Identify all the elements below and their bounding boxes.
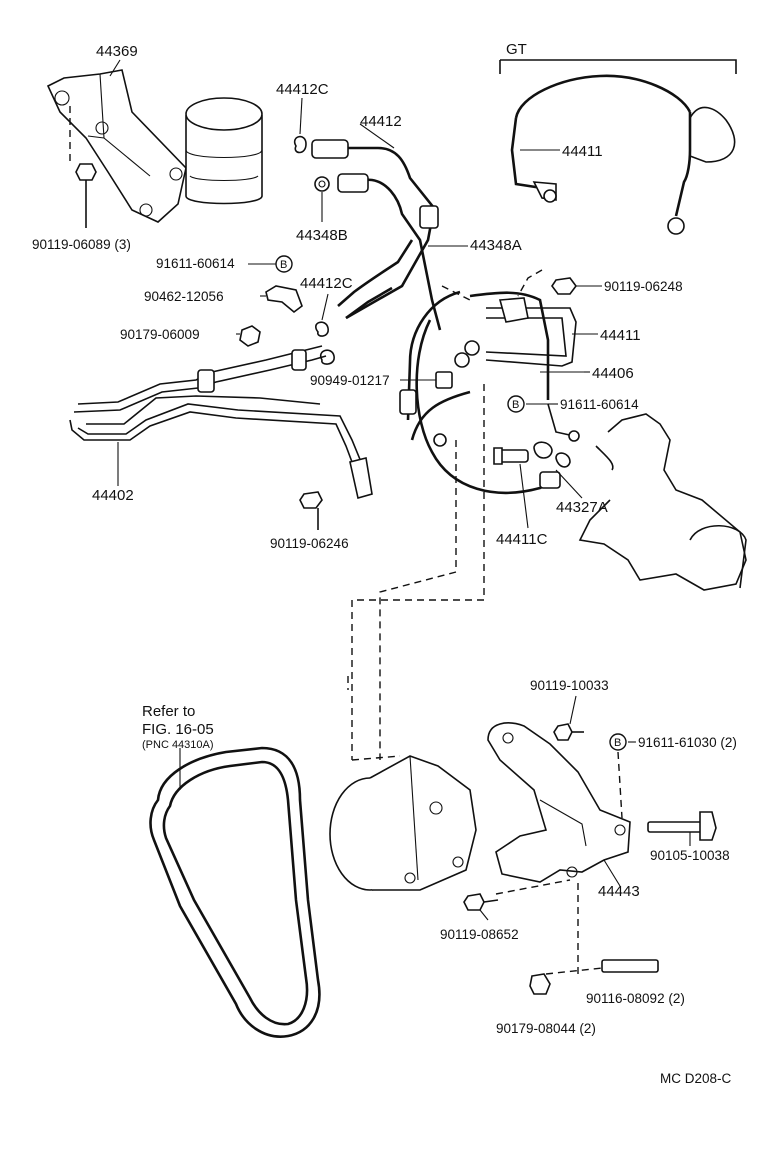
label-44348A: 44348A xyxy=(470,237,522,254)
hose-44348A xyxy=(337,239,414,320)
engine-outline xyxy=(578,413,747,591)
clamp-44412C-mid xyxy=(315,293,329,337)
label-90105-10038: 90105-10038 xyxy=(650,848,730,863)
label-90119-06246: 90119-06246 xyxy=(270,536,349,551)
label-90119-08652: 90119-08652 xyxy=(440,927,519,942)
nut-90179-06009 xyxy=(236,325,261,347)
label-pnc-44310a: (PNC 44310A) xyxy=(142,739,214,751)
leader-lines xyxy=(359,123,636,887)
part-labels: 44369 90119-06089 (3) 44412C 44412 44348… xyxy=(32,41,737,1086)
label-44412C-mid: 44412C xyxy=(300,275,353,292)
label-44412C-top: 44412C xyxy=(276,81,329,98)
svg-text:B: B xyxy=(614,737,621,749)
bolt-90119-06248 xyxy=(517,269,577,297)
drive-belt xyxy=(149,746,321,1038)
label-90119-06089: 90119-06089 (3) xyxy=(32,237,131,252)
label-refer-to: Refer to xyxy=(142,703,195,720)
clamp-90949-01217 xyxy=(319,349,335,365)
hose-44411-gt xyxy=(510,74,736,235)
reservoir-tank xyxy=(185,97,263,205)
label-44411-gt: 44411 xyxy=(562,143,603,160)
label-44411-mid: 44411 xyxy=(600,327,641,344)
label-diagram-code: MC D208-C xyxy=(660,1071,732,1086)
return-hose-loop xyxy=(410,319,561,495)
union-bolt-44411C xyxy=(493,447,529,529)
label-44369: 44369 xyxy=(96,43,138,60)
label-90462-12056: 90462-12056 xyxy=(144,289,224,304)
label-44412: 44412 xyxy=(360,113,402,130)
clip-90462-12056 xyxy=(260,285,303,314)
label-91611-61030: 91611-61030 (2) xyxy=(638,735,737,750)
marker-b-91611-61030: B xyxy=(609,733,627,819)
svg-text:B: B xyxy=(280,259,287,271)
label-44443: 44443 xyxy=(598,883,640,900)
svg-text:B: B xyxy=(512,399,519,411)
label-44406: 44406 xyxy=(592,365,634,382)
label-90949-01217: 90949-01217 xyxy=(310,373,390,388)
label-91611-60614-b: 91611-60614 xyxy=(560,397,639,412)
marker-b-91611-60614-a: B xyxy=(248,255,293,273)
label-44327A: 44327A xyxy=(556,499,608,516)
tube-assembly-44402 xyxy=(69,345,373,500)
bolt-90119-08652 xyxy=(463,879,571,921)
label-90179-06009: 90179-06009 xyxy=(120,327,200,342)
gt-group-bracket xyxy=(499,59,737,74)
bolt-90119-10033 xyxy=(553,695,584,741)
bolt-90105-10038 xyxy=(647,811,717,846)
bolt-90119-06089 xyxy=(69,106,97,228)
label-44411C: 44411C xyxy=(496,531,548,548)
hose-44406 xyxy=(399,290,584,442)
power-steering-pump xyxy=(329,755,477,891)
marker-b-91611-60614-b: B xyxy=(507,395,548,413)
pump-bracket-44443 xyxy=(487,722,631,883)
label-90119-06248: 90119-06248 xyxy=(604,279,683,294)
clamp-44348B xyxy=(314,176,330,222)
label-90119-10033: 90119-10033 xyxy=(530,678,609,693)
label-90179-08044: 90179-08044 (2) xyxy=(496,1021,596,1036)
label-44348B: 44348B xyxy=(296,227,348,244)
nut-90179-08044 xyxy=(529,973,551,995)
label-91611-60614-a: 91611-60614 xyxy=(156,256,235,271)
label-90116-08092: 90116-08092 (2) xyxy=(586,991,685,1006)
hose-44412 xyxy=(311,139,442,331)
clamp-44327A xyxy=(533,441,583,499)
clamp-44412C-top xyxy=(293,97,307,154)
hose-44411-mid xyxy=(464,297,577,367)
label-44402: 44402 xyxy=(92,487,134,504)
bolt-90119-06246 xyxy=(299,491,323,530)
stud-90116-08092 xyxy=(545,880,659,975)
dashed-leaders xyxy=(347,285,485,761)
reservoir-bracket-44369 xyxy=(46,59,187,223)
label-gt: GT xyxy=(506,41,527,58)
label-fig-16-05: FIG. 16-05 xyxy=(142,721,214,738)
